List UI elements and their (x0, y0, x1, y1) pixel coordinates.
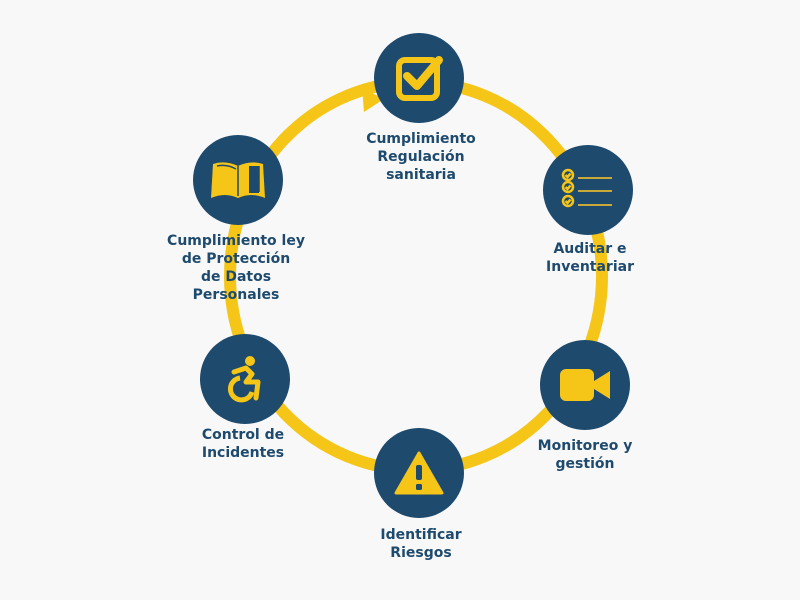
step-label-cumplimiento-regulacion: Cumplimiento Regulación sanitaria (331, 130, 511, 184)
accessibility-icon (227, 356, 261, 403)
step-node-proteccion-datos (193, 135, 283, 225)
warning-icon (394, 451, 444, 495)
label-line: sanitaria (386, 167, 456, 183)
step-label-control-incidentes: Control de Incidentes (153, 426, 333, 462)
open-book-icon (211, 162, 265, 198)
checklist-icon (561, 168, 612, 208)
step-node-monitoreo (540, 340, 630, 430)
label-line: Regulación (377, 149, 465, 165)
label-line: Personales (192, 287, 280, 303)
label-line: Identificar (380, 527, 462, 543)
video-camera-icon (560, 369, 610, 401)
label-line: Cumplimiento ley (167, 233, 305, 249)
label-line: de Protección (181, 251, 291, 267)
checkbox-check-icon (396, 56, 443, 101)
step-node-control-incidentes (200, 334, 290, 424)
label-line: gestión (555, 456, 615, 472)
step-label-proteccion-datos: Cumplimiento ley de Protección de Datos … (146, 232, 326, 304)
label-line: Riesgos (390, 545, 452, 561)
label-line: Inventariar (546, 259, 634, 275)
label-line: Control de (201, 427, 285, 443)
label-line: Incidentes (201, 445, 285, 461)
label-line: de Datos (200, 269, 272, 285)
label-line: Monitoreo y (537, 438, 633, 454)
step-label-identificar-riesgos: Identificar Riesgos (331, 526, 511, 562)
step-node-identificar-riesgos (374, 428, 464, 518)
step-label-monitoreo: Monitoreo y gestión (495, 437, 675, 473)
arrow-head (362, 88, 384, 112)
step-label-auditar: Auditar e Inventariar (500, 240, 680, 276)
step-node-cumplimiento-regulacion (374, 33, 464, 123)
label-line: Cumplimiento (366, 131, 476, 147)
label-line: Auditar e (553, 241, 627, 257)
step-node-auditar (543, 145, 633, 235)
